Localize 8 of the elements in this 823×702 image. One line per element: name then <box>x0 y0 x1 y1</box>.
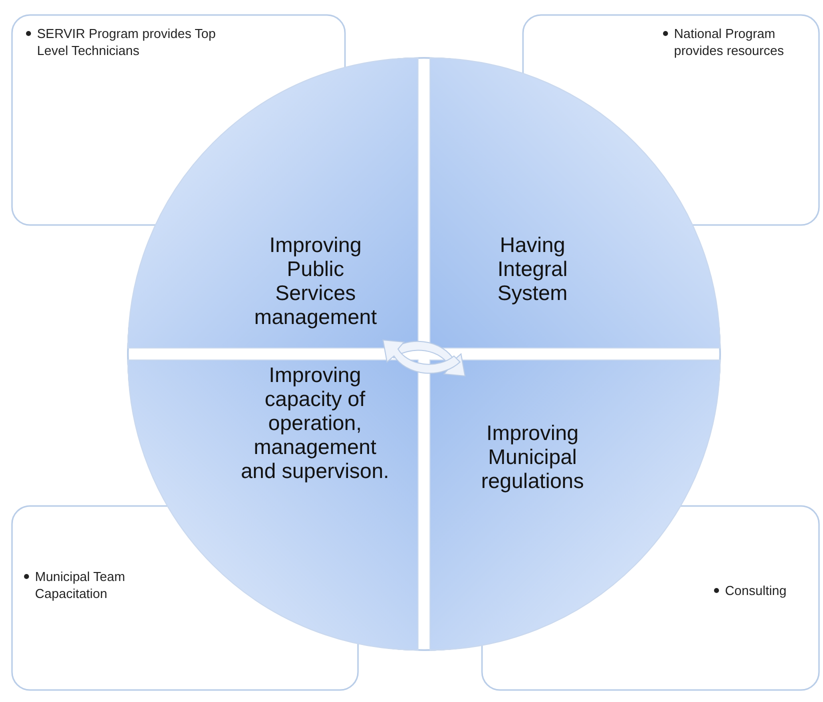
bullet-text: Municipal Team Capacitation <box>35 568 126 602</box>
quadrant-label: Improving Public Services management <box>253 234 378 330</box>
bullet-text: National Program provides resources <box>674 25 785 59</box>
bullet-text: SERVIR Program provides Top Level Technicians <box>37 25 216 59</box>
quadrant-label: Improving Municipal regulations <box>480 422 585 494</box>
quadrant-label: Improving capacity of operation, management and supervison. <box>240 364 390 484</box>
quadrant-label: Having Integral System <box>496 234 569 306</box>
bullet-text: Consulting <box>725 582 786 599</box>
